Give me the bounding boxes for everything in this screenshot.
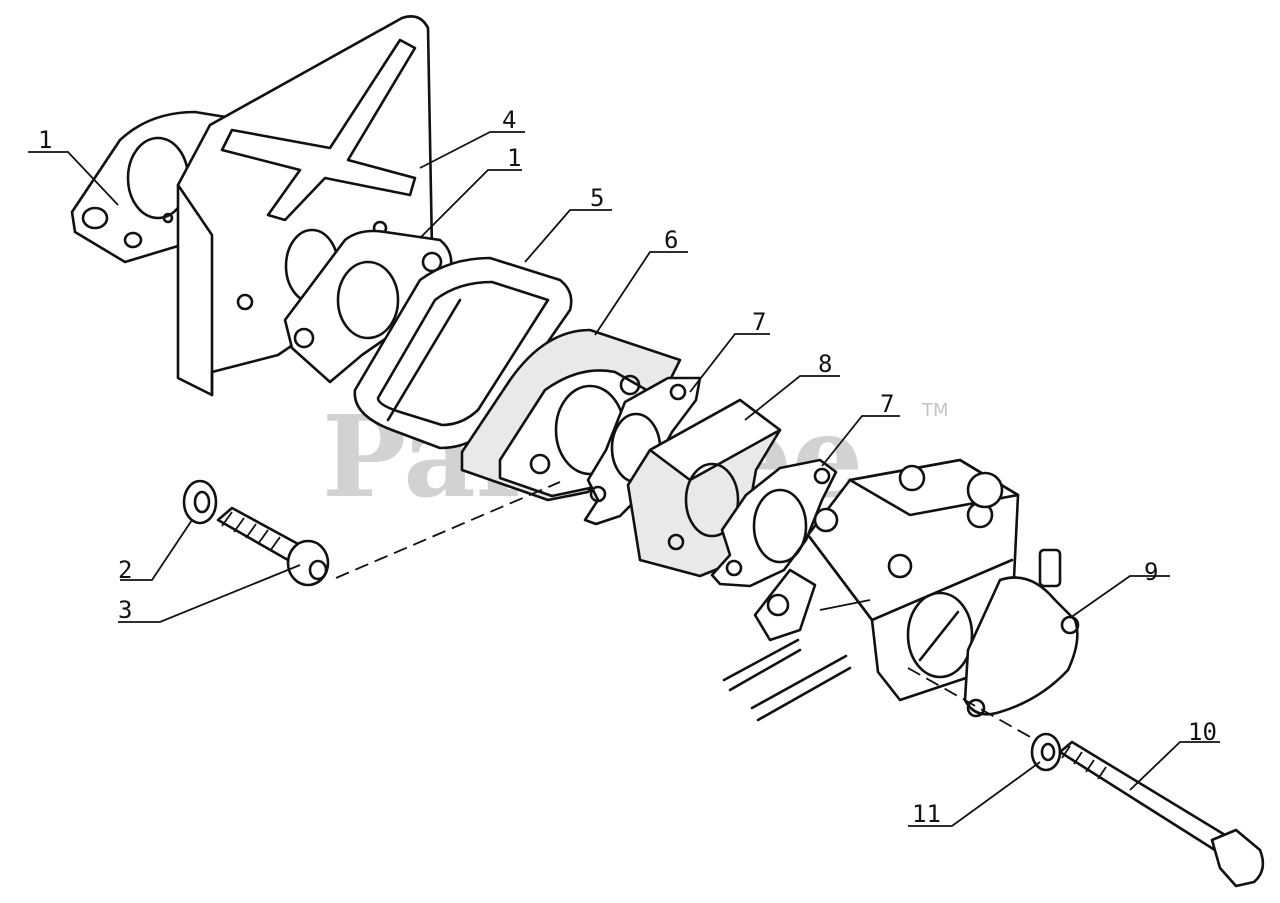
part-3-screw[interactable] [216, 506, 330, 587]
callout-5: 5 [590, 184, 604, 212]
callout-9: 9 [1144, 558, 1158, 586]
callout-4: 4 [502, 106, 516, 134]
watermark-trademark: TM [921, 400, 949, 421]
callout-3: 3 [118, 596, 132, 624]
callout-7-upper: 7 [752, 308, 766, 336]
callout-7-lower: 7 [880, 390, 894, 418]
part-9-carburetor[interactable] [722, 458, 1080, 722]
part-6-intake-adapter[interactable] [460, 328, 682, 502]
part-2-washer[interactable] [182, 479, 218, 525]
callouts: 1 4 1 5 6 7 8 7 9 2 3 10 11 [38, 106, 1217, 828]
leader-lines [28, 131, 1220, 827]
part-5-insulator-ring[interactable] [353, 256, 573, 450]
callout-11: 11 [912, 800, 941, 828]
callout-10: 10 [1188, 718, 1217, 746]
callout-6: 6 [664, 226, 678, 254]
callout-2: 2 [118, 556, 132, 584]
callout-8: 8 [818, 350, 832, 378]
callout-1-right: 1 [507, 144, 521, 172]
part-11-lock-washer[interactable] [1030, 732, 1062, 772]
part-1-right-gasket[interactable] [283, 229, 453, 384]
part-4-bracket-plate[interactable] [162, 15, 434, 397]
callout-1-left: 1 [38, 126, 52, 154]
part-7-lower-gasket[interactable] [710, 458, 838, 588]
part-10-long-bolt[interactable] [1058, 740, 1265, 888]
assembly-lines [335, 481, 1033, 739]
